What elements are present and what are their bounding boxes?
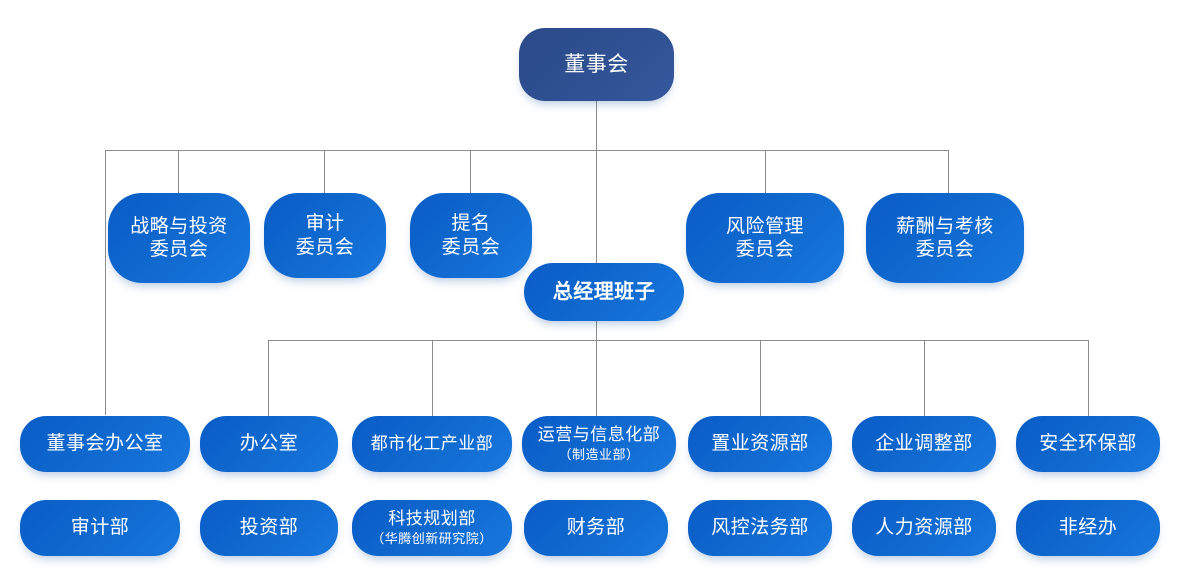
node-label-line2: 委员会	[735, 239, 795, 260]
connector-department-drop-6	[1088, 340, 1089, 416]
node-label: 风险管理	[725, 215, 804, 237]
node-dept-board-office[interactable]: 董事会办公室	[20, 416, 190, 472]
node-dept-risk-control-legal[interactable]: 风控法务部	[688, 500, 832, 556]
node-label: 战略与投资	[130, 215, 228, 237]
node-label-line2: 委员会	[295, 236, 355, 258]
connector-board-to-gm	[596, 150, 597, 264]
node-label: 总经理班子	[552, 280, 656, 303]
node-dept-human-resources[interactable]: 人力资源部	[852, 500, 996, 556]
node-dept-office[interactable]: 办公室	[200, 416, 338, 472]
node-label: 科技规划部	[388, 509, 476, 529]
node-dept-urban-chemical-industry[interactable]: 都市化工产业部	[352, 416, 512, 472]
connector-department-drop-1	[268, 340, 269, 416]
node-label: 置业资源部	[711, 433, 809, 455]
connector-committee-drop-5	[948, 150, 949, 193]
node-dept-operations-informatization[interactable]: 运营与信息化部 （制造业部）	[522, 416, 676, 472]
node-label: 董事会办公室	[46, 433, 164, 455]
node-sublabel: （制造业部）	[558, 446, 640, 462]
node-label: 薪酬与考核	[896, 215, 994, 237]
connector-committee-drop-3	[470, 150, 471, 193]
node-committee-nomination[interactable]: 提名 委员会	[410, 193, 532, 278]
node-committee-strategy-investment[interactable]: 战略与投资 委员会	[108, 193, 250, 283]
node-label: 非经办	[1058, 517, 1118, 539]
node-label-line2: 委员会	[915, 239, 975, 260]
connector-committee-bus	[105, 150, 949, 151]
node-label: 董事会	[564, 52, 629, 76]
node-dept-non-operating[interactable]: 非经办	[1016, 500, 1160, 556]
node-committee-audit[interactable]: 审计 委员会	[264, 193, 386, 278]
node-label-line2: 委员会	[149, 239, 209, 260]
connector-department-drop-5	[924, 340, 925, 416]
node-board-of-directors[interactable]: 董事会	[519, 28, 674, 101]
connector-committee-drop-1	[178, 150, 179, 193]
connector-committee-drop-2	[324, 150, 325, 193]
node-label: 财务部	[566, 517, 626, 539]
connector-department-bus	[268, 340, 1089, 341]
node-label: 企业调整部	[875, 433, 973, 455]
node-label: 提名	[451, 213, 491, 235]
node-dept-safety-environmental[interactable]: 安全环保部	[1016, 416, 1160, 472]
node-label: 安全环保部	[1039, 433, 1137, 455]
connector-committee-drop-4	[765, 150, 766, 193]
node-label: 投资部	[239, 517, 299, 539]
node-dept-technology-planning[interactable]: 科技规划部 （华腾创新研究院）	[352, 500, 512, 556]
node-dept-enterprise-adjustment[interactable]: 企业调整部	[852, 416, 996, 472]
node-sublabel: （华腾创新研究院）	[371, 530, 493, 546]
node-dept-investment[interactable]: 投资部	[200, 500, 338, 556]
node-dept-property-resources[interactable]: 置业资源部	[688, 416, 832, 472]
node-label: 人力资源部	[875, 517, 973, 539]
node-label: 运营与信息化部	[537, 425, 661, 445]
node-label: 审计	[305, 213, 345, 235]
node-dept-finance[interactable]: 财务部	[524, 500, 668, 556]
node-label: 风控法务部	[711, 517, 809, 539]
connector-gm-stem	[596, 321, 597, 341]
node-label: 都市化工产业部	[370, 433, 494, 453]
node-general-manager-team[interactable]: 总经理班子	[524, 263, 684, 321]
connector-department-drop-3	[596, 340, 597, 416]
node-label: 审计部	[70, 517, 130, 539]
connector-department-drop-4	[760, 340, 761, 416]
node-committee-risk-management[interactable]: 风险管理 委员会	[686, 193, 844, 283]
connector-board-office-spine	[105, 150, 106, 415]
node-committee-compensation-assessment[interactable]: 薪酬与考核 委员会	[866, 193, 1024, 283]
connector-department-drop-2	[432, 340, 433, 416]
node-dept-audit[interactable]: 审计部	[20, 500, 180, 556]
node-label-line2: 委员会	[441, 236, 501, 258]
node-label: 办公室	[239, 433, 299, 455]
connector-board-stem	[596, 101, 597, 150]
